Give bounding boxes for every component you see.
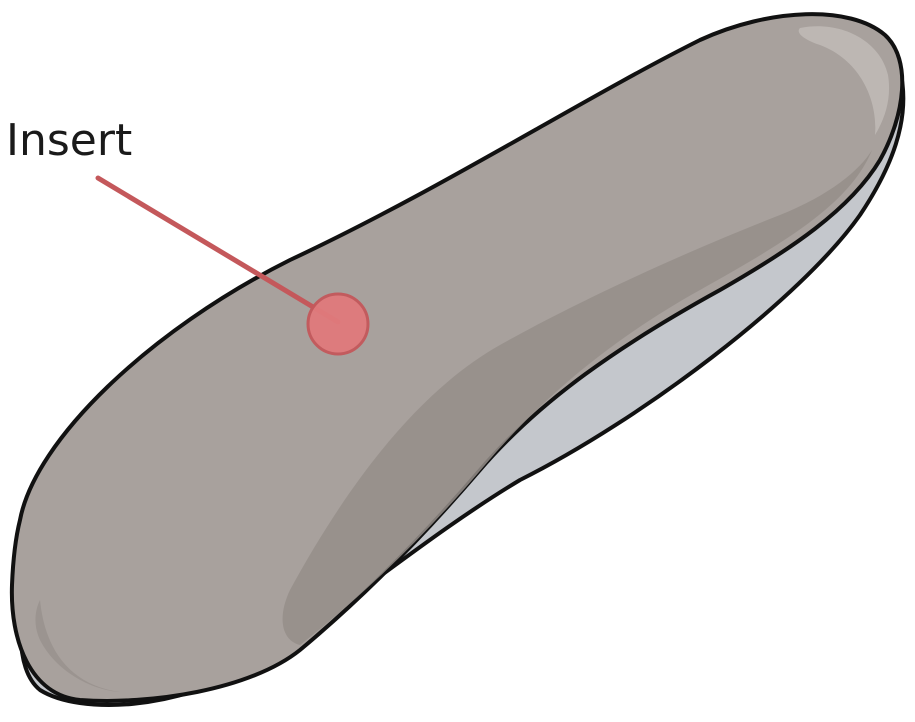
insert-callout: Insert <box>6 115 368 354</box>
insert-top <box>12 14 902 701</box>
insert-label: Insert <box>6 115 132 166</box>
insert-top-layer <box>12 14 902 701</box>
callout-marker <box>308 294 368 354</box>
